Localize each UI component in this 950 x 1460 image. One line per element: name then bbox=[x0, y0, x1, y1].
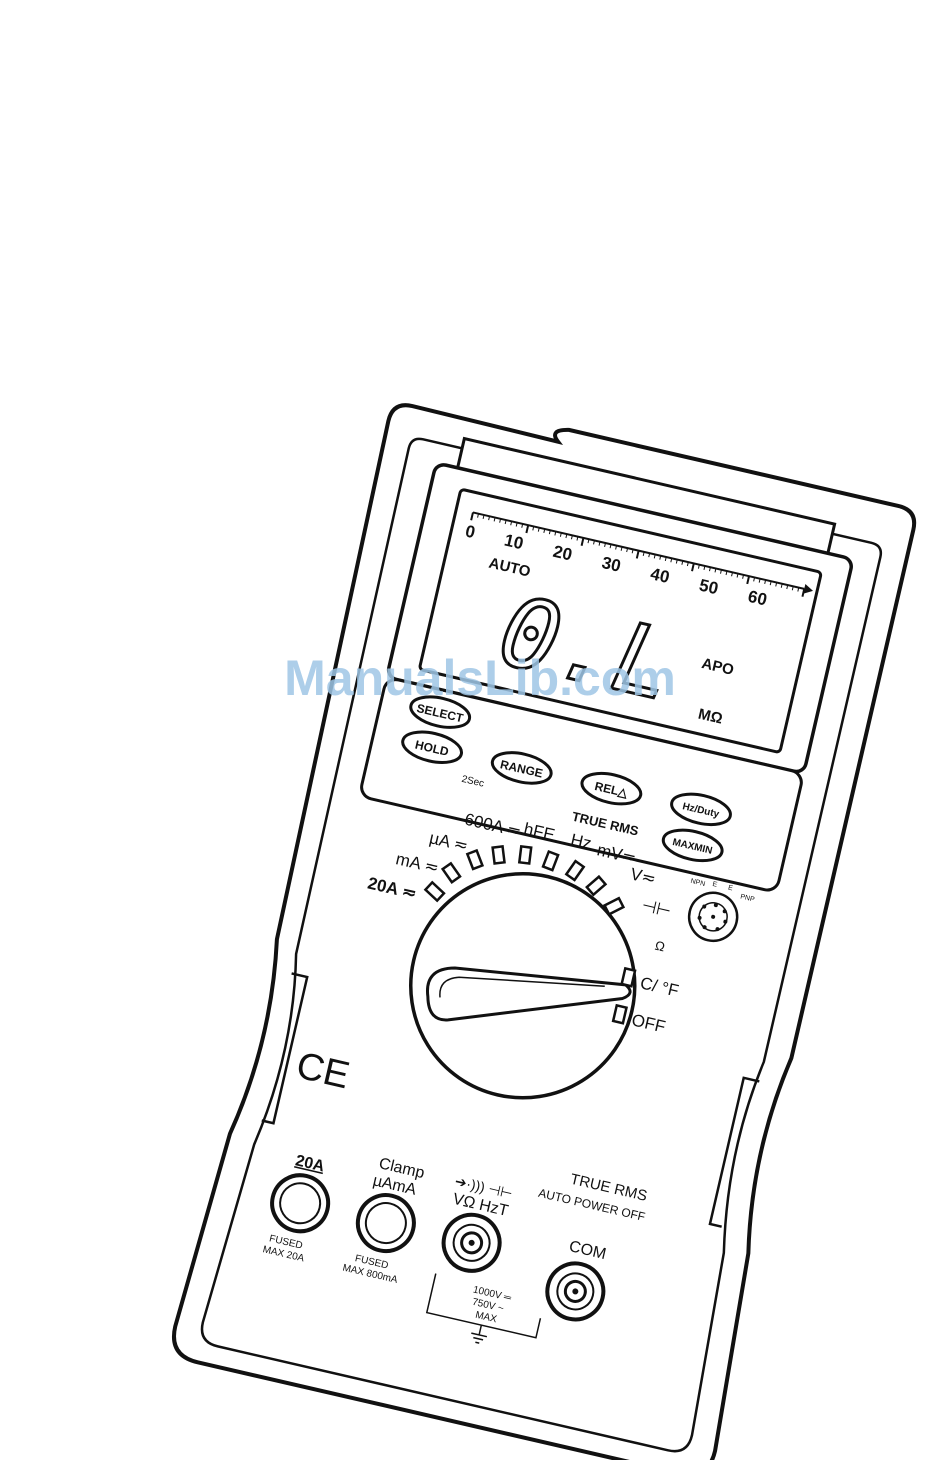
watermark: ManualsLib.com bbox=[284, 650, 676, 706]
